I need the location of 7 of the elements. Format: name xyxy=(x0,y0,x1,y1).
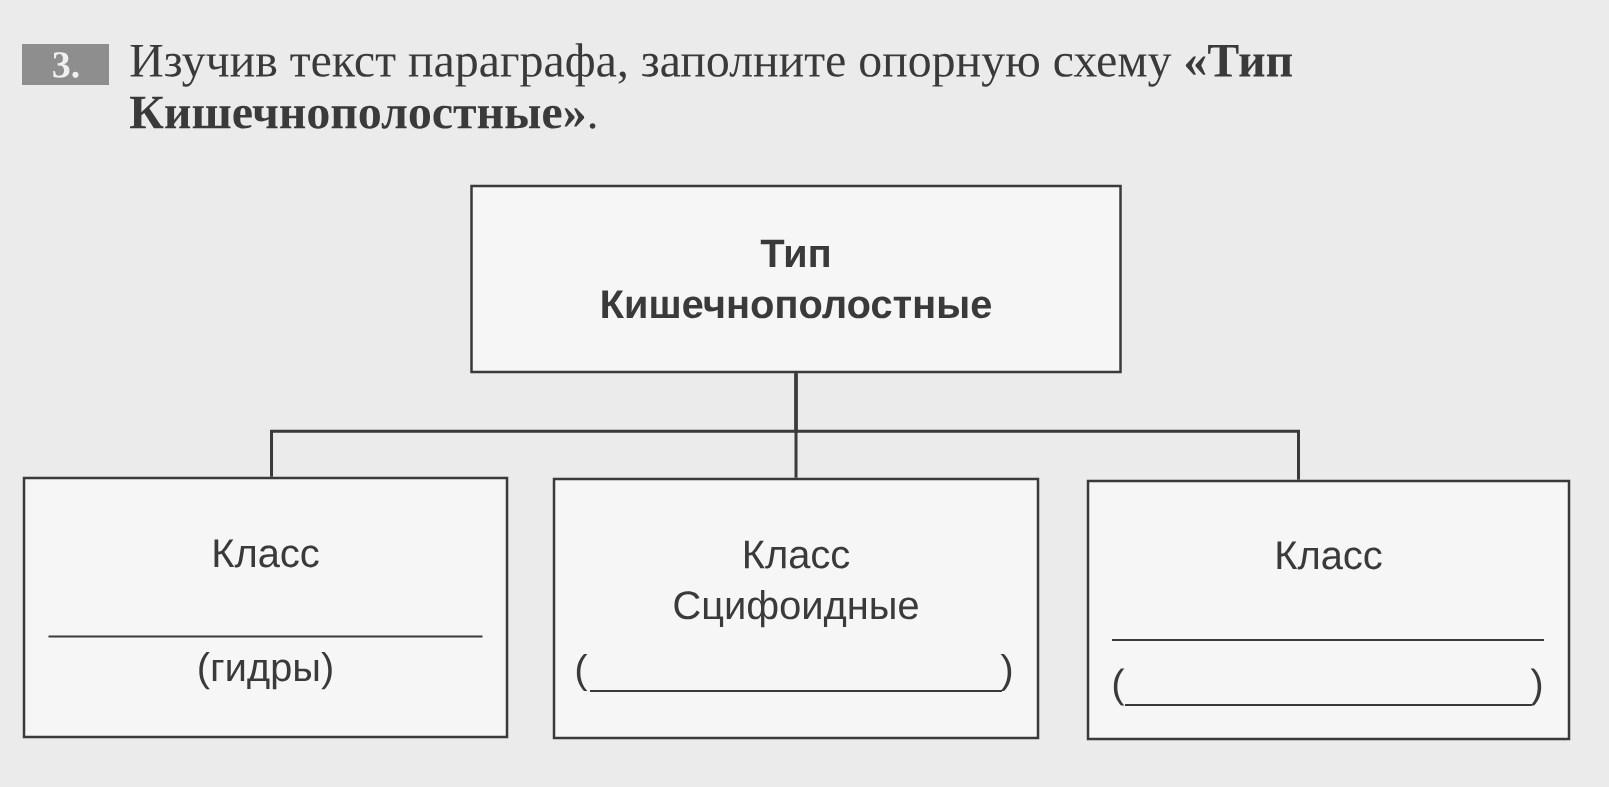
connector-line xyxy=(794,373,1300,480)
child-box: Класс (гидры) xyxy=(22,476,509,739)
task-text: Изучив текст параграфа, заполните опорную схему «Тип Кишечнополостные». xyxy=(130,43,1292,129)
root-box: Тип Кишечнополостные xyxy=(470,184,1122,374)
child-box: Класс ( ) xyxy=(1086,479,1571,741)
child-box: Класс Сцифоидные ( ) xyxy=(552,477,1040,740)
task-number-badge: 3. xyxy=(22,44,109,85)
